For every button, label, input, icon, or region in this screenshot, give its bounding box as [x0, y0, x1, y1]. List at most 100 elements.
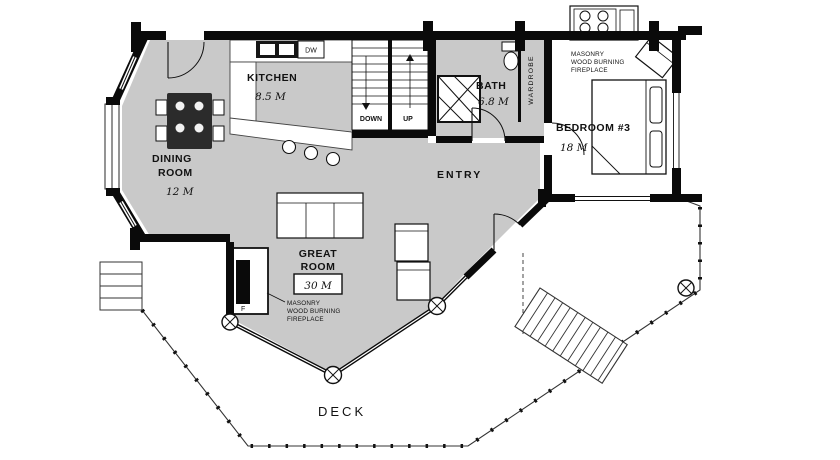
log-end — [130, 228, 140, 250]
deck-label: DECK — [318, 404, 366, 419]
br-fireplace-label-line2: WOOD BURNING — [571, 59, 624, 66]
great-room-furniture — [227, 192, 431, 315]
bedroom3-label: BEDROOM #3 — [556, 122, 630, 134]
bedroom-door-arc — [551, 122, 585, 156]
sink-basin — [260, 44, 275, 55]
down-arrow-head — [362, 103, 370, 110]
entry-label: ENTRY — [437, 169, 482, 181]
dining-chair — [155, 99, 168, 116]
bedroom-west-wall — [544, 155, 552, 198]
log-end — [678, 26, 702, 35]
deck-post-dots — [140, 206, 702, 448]
dining-area-label: 12 M — [166, 186, 194, 198]
fireplace-leader-line — [266, 292, 286, 303]
top-wall — [140, 31, 686, 40]
interior-stairs — [351, 39, 429, 138]
kitchen-island — [229, 117, 353, 151]
br-fireplace-label-line1: MASONRY — [571, 51, 605, 58]
bath-area-label: 6.8 M — [478, 96, 509, 108]
log-post — [677, 279, 695, 297]
bay-wall-cap — [106, 97, 120, 105]
bedroom3-area-label: 18 M — [560, 142, 588, 154]
dining-chair — [212, 125, 225, 142]
burner — [597, 10, 609, 22]
dining-table — [167, 93, 212, 149]
shower-hatch — [437, 95, 465, 123]
log-end — [649, 21, 659, 51]
gr-fireplace-label-line3: FIREPLACE — [287, 316, 324, 323]
place-setting — [175, 123, 185, 133]
toilet — [503, 51, 519, 71]
log-post — [221, 313, 239, 331]
deck-stairs-outline — [514, 287, 628, 384]
kitchen-label: KITCHEN — [247, 72, 297, 84]
entry-door-arc — [493, 213, 521, 226]
bath-door-arc — [471, 107, 506, 142]
wardrobe-label: WARDROBE — [528, 55, 535, 104]
kitchen-door-arc — [167, 41, 205, 79]
dining-furniture — [155, 93, 225, 149]
log-post — [323, 365, 343, 385]
dining-chair — [212, 99, 225, 116]
wardrobe-divider-wall — [518, 38, 521, 122]
dining-south-wall — [140, 234, 230, 242]
bay-window-ne-line — [120, 56, 136, 90]
stairs-down-label: DOWN — [360, 116, 382, 123]
bath-south-wall — [505, 136, 544, 143]
log-post — [427, 296, 447, 316]
wood-stove-side — [619, 9, 635, 35]
armchair — [394, 223, 429, 262]
sofa — [276, 192, 364, 239]
bedroom-south-wall — [541, 194, 575, 202]
deck — [99, 199, 702, 448]
log-end — [515, 21, 525, 51]
dining-label-line1: DINING — [152, 153, 192, 165]
up-label-bg — [394, 111, 422, 124]
great-room-area-box — [293, 273, 343, 295]
dining-chair — [155, 125, 168, 142]
kitchen-fixtures — [229, 39, 353, 167]
entry-angled-wall — [517, 195, 551, 228]
kitchen-door-gap — [166, 31, 204, 40]
entry-angled-wall — [463, 247, 497, 280]
walls — [104, 21, 702, 377]
bar-stool — [281, 139, 297, 155]
kitchen-area-label: 8.5 M — [255, 91, 286, 103]
sink-basin — [279, 44, 294, 55]
bedroom-west-wall — [544, 31, 552, 123]
fireplace-marker-label: F — [241, 306, 245, 313]
log-end — [538, 189, 546, 207]
bedroom-south-wall — [650, 194, 681, 202]
up-arrow-head — [406, 54, 414, 61]
labels: KITCHEN 8.5 M DINING ROOM 12 M GREAT ROO… — [152, 48, 630, 420]
log-posts — [221, 279, 695, 385]
bath-fixtures — [437, 41, 521, 123]
bay-window-sw-line — [120, 201, 136, 227]
shower-hatch — [437, 75, 481, 123]
log-end — [672, 194, 702, 202]
stairs-east-wall — [428, 31, 436, 136]
bedroom-south-window — [575, 194, 650, 202]
bed-folddown — [591, 145, 621, 175]
pillow — [649, 130, 663, 168]
great-room-label-line1: GREAT — [299, 248, 338, 260]
dining-label-line2: ROOM — [158, 167, 193, 179]
armchair — [396, 261, 431, 301]
shower-hatch — [453, 75, 481, 103]
down-label-bg — [354, 111, 388, 124]
place-setting — [194, 123, 204, 133]
bar-stool — [303, 145, 319, 161]
prow-window-line — [229, 321, 334, 376]
fireplace-firebox — [236, 260, 250, 304]
prow-window-line — [332, 305, 438, 376]
kitchen-left-counter — [229, 61, 257, 123]
dishwasher-label: DW — [305, 48, 317, 55]
great-room-west-wall — [226, 242, 234, 324]
right-wall-lower — [672, 168, 681, 198]
deck-stair-treads — [522, 292, 624, 381]
dishwasher — [297, 40, 325, 59]
place-setting — [194, 101, 204, 111]
place-setting — [175, 101, 185, 111]
